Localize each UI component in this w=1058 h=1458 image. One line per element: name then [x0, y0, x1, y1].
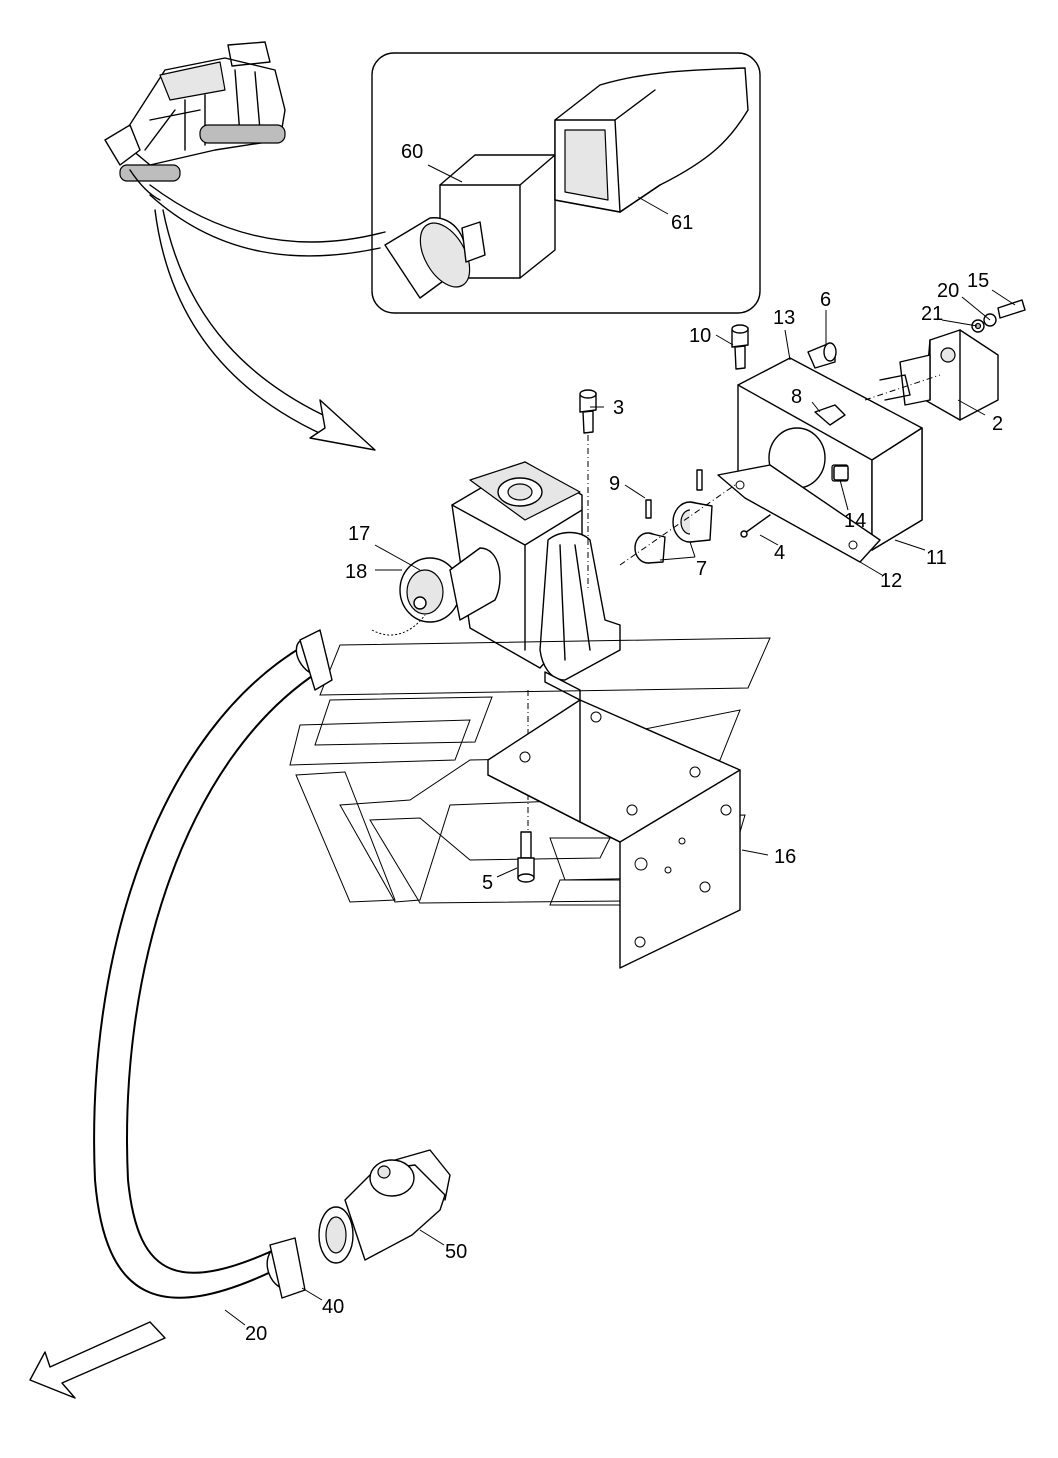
leader-lines: [224, 164, 1016, 1326]
callout-5: 5: [482, 872, 493, 894]
callout-10: 10: [689, 325, 711, 347]
callout-40: 40: [322, 1296, 344, 1318]
part-6: [807, 342, 837, 369]
callout-61: 61: [671, 212, 693, 234]
callout-14: 14: [844, 510, 866, 532]
callout-13: 13: [773, 307, 795, 329]
callout-8: 8: [791, 386, 802, 408]
part-10: [731, 324, 749, 370]
hose-assembly: [93, 629, 451, 1299]
callout-18: 18: [345, 561, 367, 583]
callout-21: 21: [921, 303, 943, 325]
inset-detail-box: [371, 52, 761, 314]
callout-12: 12: [880, 570, 902, 592]
callout-20-bottom: 20: [245, 1323, 267, 1345]
callout-2: 2: [992, 413, 1003, 435]
direction-arrow: [29, 1321, 166, 1399]
valve-body: [371, 461, 621, 701]
callouts: 60 61 6 13 10 20 15 21 8 2 3 9 14 17 18 …: [245, 141, 1003, 1345]
part-3: [579, 389, 597, 434]
machine-overview: [104, 41, 286, 201]
callout-16: 16: [774, 846, 796, 868]
callout-20-top: 20: [937, 280, 959, 302]
housing-11-12-13: [717, 357, 923, 563]
part-14: [833, 465, 849, 481]
callout-11: 11: [926, 547, 947, 569]
callout-15: 15: [967, 270, 989, 292]
part-5: [517, 831, 535, 883]
callout-50: 50: [445, 1241, 467, 1263]
callout-60: 60: [401, 141, 423, 163]
bracket-16: [487, 699, 741, 969]
hardware-15-20-21: [971, 299, 1026, 333]
part-2: [879, 329, 999, 421]
callout-17: 17: [348, 523, 370, 545]
callout-7: 7: [696, 558, 707, 580]
parts-7-9: [634, 469, 713, 564]
callout-3: 3: [613, 397, 624, 419]
callout-9: 9: [609, 473, 620, 495]
callout-4: 4: [774, 542, 785, 564]
pointer-arrows: [149, 184, 386, 451]
part-4: [740, 514, 771, 538]
callout-6: 6: [820, 289, 831, 311]
